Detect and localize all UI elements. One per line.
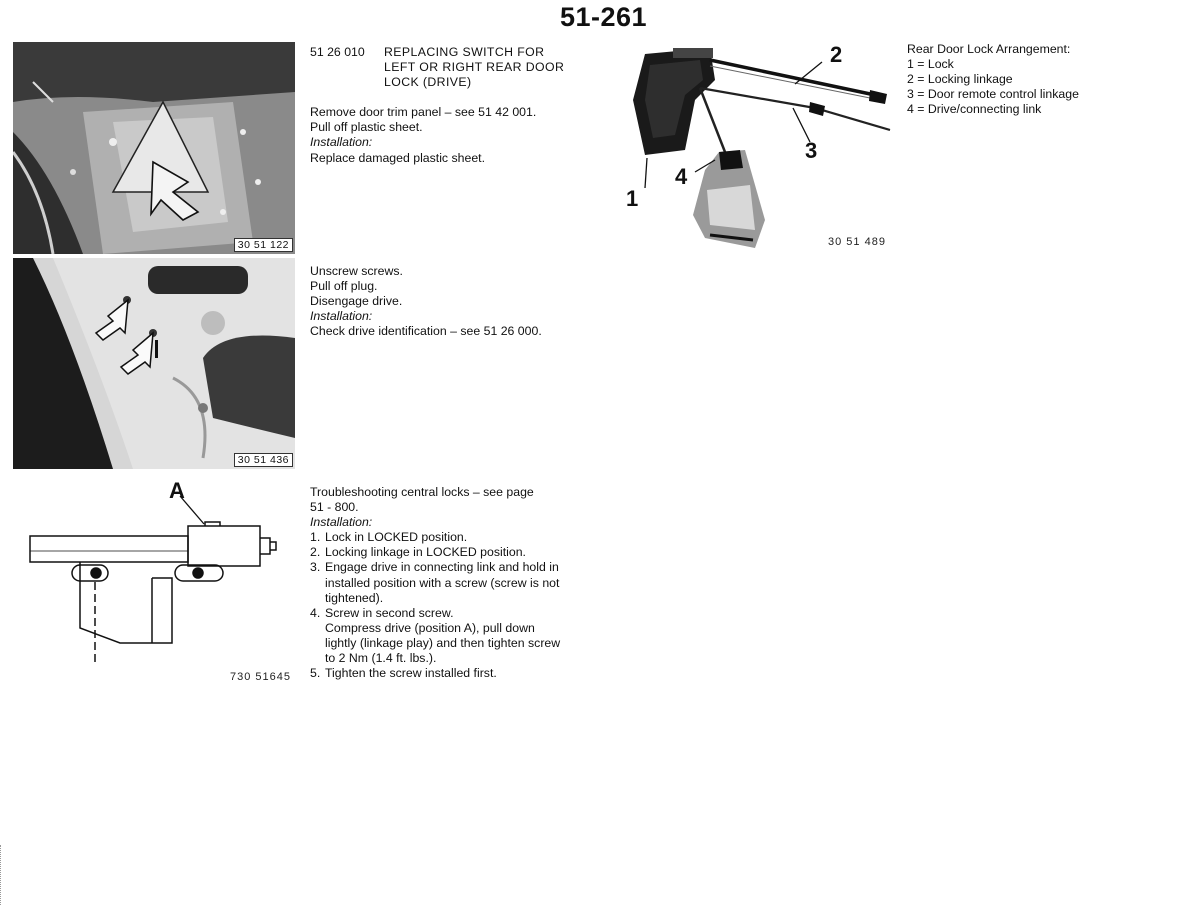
step-line: tightened). [325, 590, 384, 605]
section-1-title: REPLACING SWITCH FOR LEFT OR RIGHT REAR … [384, 45, 564, 90]
section-1-text: 51 26 010 REPLACING SWITCH FOR LEFT OR R… [310, 45, 600, 166]
figure-label-1: 30 51 122 [233, 238, 293, 252]
figure-label-3: 730 51645 [230, 671, 291, 683]
section-1-code: 51 26 010 [310, 45, 365, 59]
instruction-line: Remove door trim panel – see 51 42 001. [310, 105, 537, 120]
callout-4: 4 [675, 164, 688, 189]
step-text: Locking linkage in LOCKED position. [325, 545, 526, 560]
section-1-heading: 51 26 010 REPLACING SWITCH FOR LEFT OR R… [310, 45, 600, 90]
diagram-rear-door-lock-arrangement: 1 2 3 4 [615, 40, 895, 260]
callout-a: A [169, 478, 185, 503]
step-number: 1. [310, 530, 321, 545]
step-item: 1. Lock in LOCKED position. [310, 530, 610, 545]
section-2-text: Unscrew screws. Pull off plug. Disengage… [310, 264, 600, 339]
step-line: Compress drive (position A), pull down [325, 620, 535, 635]
step-text: Engage drive in connecting link and hold… [325, 560, 559, 605]
instruction-line: Replace damaged plastic sheet. [310, 150, 485, 165]
step-line: Locking linkage in LOCKED position. [325, 545, 526, 560]
callout-2: 2 [830, 42, 843, 67]
photo-door-plastic-sheet: 30 51 122 [13, 42, 295, 254]
figure-label-2: 30 51 436 [233, 453, 293, 467]
scan-edge-mark [0, 845, 2, 905]
step-line: Engage drive in connecting link and hold… [325, 560, 559, 575]
step-line: lightly (linkage play) and then tighten … [325, 635, 561, 650]
step-line: to 2 Nm (1.4 ft. lbs.). [325, 651, 437, 666]
callout-1: 1 [626, 186, 639, 211]
legend-item: 4 = Drive/connecting link [907, 102, 1042, 117]
instruction-line: 51 - 800. [310, 500, 359, 515]
step-line: installed position with a screw (screw i… [325, 575, 560, 590]
figure-label-4: 30 51 489 [828, 236, 886, 248]
step-number: 2. [310, 545, 321, 560]
legend-heading: Rear Door Lock Arrangement: [907, 42, 1071, 56]
step-line: Lock in LOCKED position. [325, 530, 468, 545]
instruction-line: Disengage drive. [310, 294, 403, 309]
legend: Rear Door Lock Arrangement: 1 = Lock 2 =… [907, 42, 1192, 117]
legend-item: 3 = Door remote control linkage [907, 87, 1079, 102]
step-number: 5. [310, 666, 321, 681]
step-number: 4. [310, 605, 321, 620]
section-3-text: Troubleshooting central locks – see page… [310, 485, 610, 681]
instruction-line: Pull off plug. [310, 279, 378, 294]
installation-label: Installation: [310, 135, 373, 150]
step-item: 4. Screw in second screw. Compress drive… [310, 606, 610, 666]
step-text: Screw in second screw. Compress drive (p… [325, 606, 560, 666]
instruction-line: Pull off plastic sheet. [310, 120, 423, 135]
legend-item: 1 = Lock [907, 57, 954, 72]
step-text: Lock in LOCKED position. [325, 530, 467, 545]
photo-drive-screws: 30 51 436 [13, 258, 295, 469]
title-line: LOCK (DRIVE) [384, 75, 472, 90]
step-item: 2. Locking linkage in LOCKED position. [310, 545, 610, 560]
step-line: Screw in second screw. [325, 605, 454, 620]
instruction-line: Check drive identification – see 51 26 0… [310, 324, 542, 339]
title-line: REPLACING SWITCH FOR [384, 45, 545, 59]
callout-3: 3 [805, 138, 818, 163]
step-line: Tighten the screw installed first. [325, 666, 497, 681]
diagram-drive-position-a: A [20, 478, 300, 683]
installation-label: Installation: [310, 309, 373, 324]
title-line: LEFT OR RIGHT REAR DOOR [384, 60, 565, 75]
instruction-line: Troubleshooting central locks – see page [310, 485, 534, 499]
step-item: 3. Engage drive in connecting link and h… [310, 560, 610, 605]
step-text: Tighten the screw installed first. [325, 666, 497, 681]
legend-item: 2 = Locking linkage [907, 72, 1013, 87]
page-number: 51-261 [560, 2, 648, 32]
step-item: 5. Tighten the screw installed first. [310, 666, 610, 681]
installation-steps: 1. Lock in LOCKED position. 2. Locking lin… [310, 530, 610, 681]
installation-label: Installation: [310, 515, 373, 530]
instruction-line: Unscrew screws. [310, 264, 403, 278]
step-number: 3. [310, 560, 321, 575]
